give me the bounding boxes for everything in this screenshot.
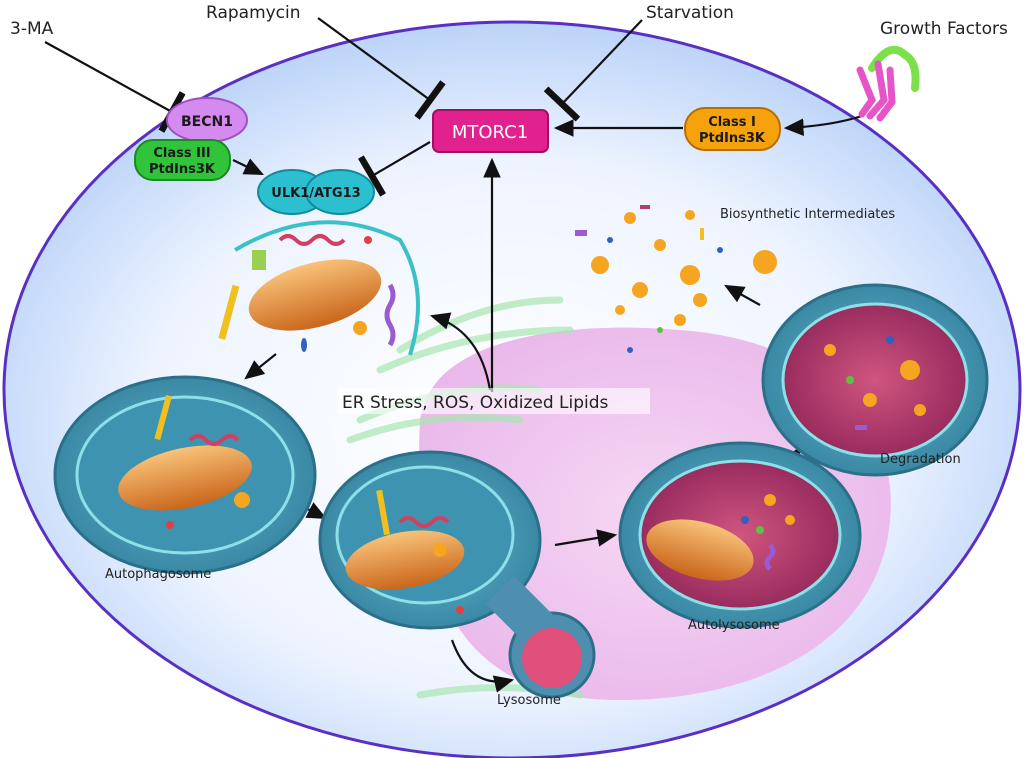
label-3-ma: 3-MA [10, 19, 54, 39]
class1-ptdins3k-node [684, 107, 781, 151]
class1-label-1: Class I [708, 115, 756, 130]
3ma-inhibits-becn1 [44, 41, 186, 133]
class3-to-ulk1 [232, 158, 264, 175]
autophagosome [53, 375, 317, 575]
biosynthetic-intermediates-particles [575, 205, 777, 353]
class3-ptdins3k-node [134, 139, 231, 181]
growth-factor-receptor-icon [856, 45, 920, 122]
label-growth-factors: Growth Factors [880, 19, 1008, 39]
lysosome-fusion-arrow [450, 639, 515, 693]
phagophore [218, 220, 420, 356]
phagophore-to-autophagosome [244, 353, 277, 380]
label-lysosome: Lysosome [497, 693, 561, 708]
label-autophagosome: Autophagosome [105, 567, 211, 582]
label-degradation: Degradation [880, 452, 961, 467]
mtorc1-inhibits-ulk1 [358, 141, 431, 197]
class1-label-2: PtdIns3K [699, 131, 766, 146]
label-rapamycin: Rapamycin [206, 3, 301, 23]
er-stress-label-bg [338, 388, 650, 414]
mtorc1-node [432, 109, 549, 153]
stress-to-phagophore [429, 312, 492, 391]
degradation-to-intermediates [724, 284, 761, 306]
degrading-lysosome [761, 283, 989, 477]
growth-factors-to-class1 [783, 114, 863, 136]
label-autolysosome: Autolysosome [688, 618, 780, 633]
ulk1-label: ULK1/ATG13 [271, 186, 360, 201]
label-biosynthetic-intermediates: Biosynthetic Intermediates [720, 207, 895, 222]
starvation-inhibits-mtorc1 [543, 19, 643, 122]
ulk1-atg13-node [257, 169, 375, 215]
autolysosome [618, 441, 862, 629]
fusion-to-autolysosome [554, 529, 618, 547]
label-starvation: Starvation [646, 3, 734, 23]
becn1-label: BECN1 [181, 114, 233, 130]
class3-label-2: PtdIns3K [149, 162, 216, 177]
rapamycin-inhibits-mtorc1 [317, 17, 446, 120]
class3-label-1: Class III [153, 146, 210, 161]
mtorc1-label: MTORC1 [452, 122, 528, 143]
autophagosome-lysosome-fusion [318, 450, 596, 699]
label-er-stress: ER Stress, ROS, Oxidized Lipids [342, 393, 609, 413]
